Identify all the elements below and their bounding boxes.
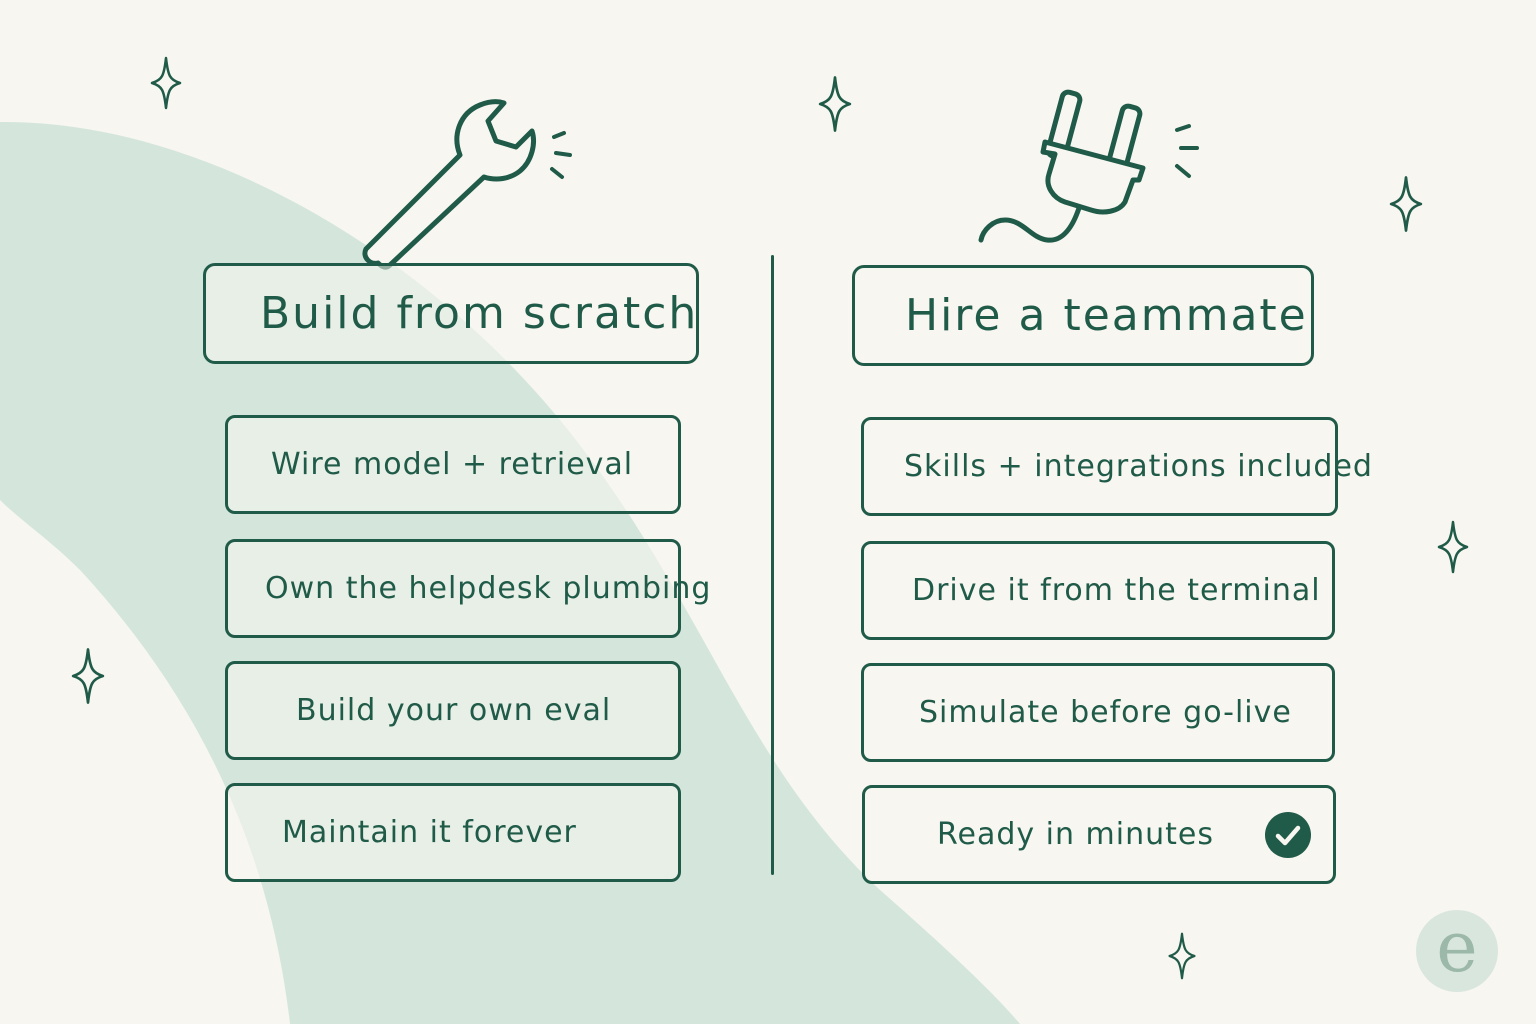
sparkle-icon: [1389, 176, 1423, 232]
right-item-label: Ready in minutes: [937, 817, 1214, 852]
right-item: Simulate before go-live: [861, 663, 1335, 762]
left-item-label: Maintain it forever: [282, 815, 577, 850]
right-item: Skills + integrations included: [861, 417, 1372, 516]
right-title: Hire a teammate: [905, 290, 1308, 341]
right-item-label: Drive it from the terminal: [912, 573, 1321, 608]
left-item: Build your own eval: [225, 661, 681, 760]
left-item-label: Own the helpdesk plumbing: [265, 571, 712, 606]
hire-a-teammate-title-box: Hire a teammate: [852, 265, 1314, 366]
logo: e: [1416, 910, 1498, 992]
right-item-label: Simulate before go-live: [919, 695, 1292, 730]
left-item: Own the helpdesk plumbing: [225, 539, 710, 638]
build-from-scratch-title-box: Build from scratch: [203, 263, 699, 364]
right-item: Ready in minutes: [862, 785, 1336, 884]
sparkle-icon: [1437, 520, 1469, 574]
left-item-label: Wire model + retrieval: [271, 447, 634, 482]
left-item: Wire model + retrieval: [225, 415, 681, 514]
left-item: Maintain it forever: [225, 783, 681, 882]
plug-icon: [978, 89, 1199, 243]
column-divider: [771, 255, 774, 875]
sparkle-icon: [1168, 932, 1196, 980]
left-title: Build from scratch: [260, 288, 699, 339]
right-item: Drive it from the terminal: [861, 541, 1335, 640]
sparkle-icon: [71, 648, 105, 704]
logo-letter: e: [1436, 906, 1478, 988]
sparkle-icon: [818, 76, 852, 132]
wrench-icon: [362, 99, 572, 270]
checkmark-icon: [1265, 812, 1311, 858]
left-item-label: Build your own eval: [296, 693, 612, 728]
sparkle-icon: [150, 56, 182, 110]
right-item-label: Skills + integrations included: [904, 449, 1373, 484]
